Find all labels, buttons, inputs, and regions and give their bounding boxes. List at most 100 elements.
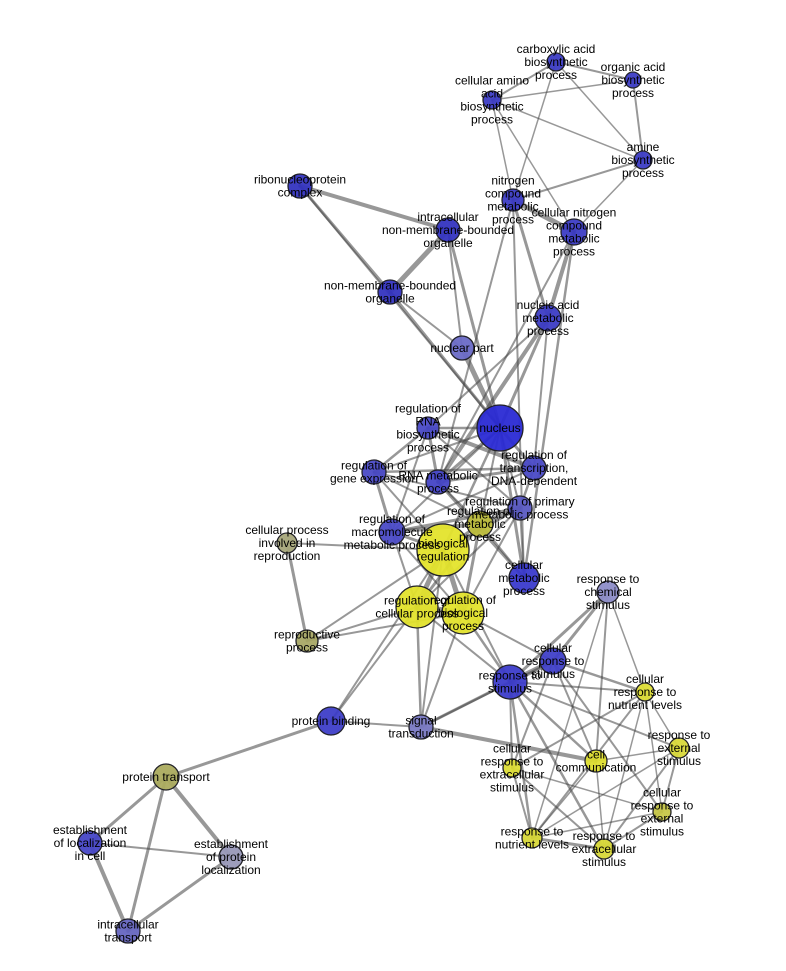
node-non-membrane-organelle[interactable] bbox=[377, 279, 403, 305]
edge-regulation-biological-process--reproductive-process bbox=[306, 612, 464, 642]
edge-cellular-response-external--response-nutrient-levels bbox=[531, 811, 663, 839]
edge-cellular-response-nutrient-levels--cellular-response-extracellular bbox=[511, 691, 646, 769]
node-establishment-localization-in-cell[interactable] bbox=[77, 830, 103, 856]
edge-cellular-nitrogen-compound-metabolic--nucleic-acid-metabolic bbox=[546, 230, 576, 320]
node-biological-regulation[interactable] bbox=[416, 523, 470, 577]
edge-response-external-stimulus--response-nutrient-levels bbox=[531, 747, 680, 839]
node-response-stimulus[interactable] bbox=[492, 664, 528, 700]
edge-cell-communication--response-nutrient-levels bbox=[531, 760, 597, 839]
edge-response-external-stimulus--cellular-response-external bbox=[661, 747, 680, 813]
edge-carboxylic-acid-biosynthetic--amine-biosynthetic bbox=[555, 61, 644, 161]
edge-protein-transport--establishment-localization-in-cell bbox=[88, 775, 168, 845]
edge-nucleic-acid-metabolic--regulation-transcription-dna bbox=[533, 317, 549, 469]
edge-cellular-response-extracellular--cellular-response-external bbox=[511, 767, 663, 813]
node-nucleic-acid-metabolic[interactable] bbox=[534, 304, 562, 332]
edge-regulation-gene-expression--regulation-metabolic bbox=[373, 471, 481, 525]
edge-cellular-nitrogen-compound-metabolic--cellular-metabolic bbox=[522, 230, 576, 580]
node-regulation-biological-process[interactable] bbox=[441, 591, 485, 635]
node-cellular-metabolic[interactable] bbox=[508, 562, 540, 594]
node-cellular-response-nutrient-levels[interactable] bbox=[635, 682, 655, 702]
node-cellular-amino-acid-biosynthetic[interactable] bbox=[482, 90, 502, 110]
edge-intracellular-non-membrane-organelle--nucleus bbox=[446, 228, 502, 430]
node-regulation-gene-expression[interactable] bbox=[361, 459, 387, 485]
edge-protein-binding--protein-transport bbox=[164, 719, 333, 779]
edge-establishment-protein-localization--intracellular-transport bbox=[126, 855, 233, 933]
node-rna-metabolic[interactable] bbox=[425, 469, 451, 495]
node-amine-biosynthetic[interactable] bbox=[633, 150, 653, 170]
edge-cellular-response-external--response-extracellular-stimulus bbox=[603, 811, 663, 850]
edge-cellular-response-stimulus--cellular-response-nutrient-levels bbox=[551, 659, 647, 694]
edge-response-nutrient-levels--response-extracellular-stimulus bbox=[530, 836, 606, 851]
edge-carboxylic-acid-biosynthetic--organic-acid-biosynthetic bbox=[555, 61, 634, 81]
edge-carboxylic-acid-biosynthetic--nitrogen-compound-metabolic bbox=[512, 61, 557, 201]
edge-cellular-response-nutrient-levels--response-extracellular-stimulus bbox=[603, 691, 646, 850]
node-reproductive-process[interactable] bbox=[295, 629, 319, 653]
edge-organic-acid-biosynthetic--amine-biosynthetic bbox=[632, 79, 644, 161]
node-intracellular-non-membrane-organelle[interactable] bbox=[435, 217, 461, 243]
edge-regulation-rna-biosynthetic--regulation-primary-metabolic bbox=[427, 427, 521, 509]
edge-establishment-localization-in-cell--intracellular-transport bbox=[88, 841, 130, 933]
node-regulation-macromolecule-metabolic[interactable] bbox=[378, 518, 406, 546]
edge-response-external-stimulus--cell-communication bbox=[595, 747, 680, 762]
node-regulation-metabolic[interactable] bbox=[466, 510, 494, 538]
edge-regulation-cellular-process--protein-binding bbox=[330, 606, 418, 722]
node-nuclear-part[interactable] bbox=[449, 335, 475, 361]
edge-biological-regulation--signal-transduction bbox=[420, 549, 444, 728]
edge-regulation-transcription-dna--regulation-gene-expression bbox=[372, 466, 536, 474]
edge-nitrogen-compound-metabolic--nucleic-acid-metabolic bbox=[511, 198, 550, 320]
edge-cellular-amino-acid-biosynthetic--cellular-nitrogen-compound-metabolic bbox=[491, 99, 575, 233]
edge-regulation-transcription-dna--rna-metabolic bbox=[436, 466, 536, 484]
node-regulation-rna-biosynthetic[interactable] bbox=[416, 416, 440, 440]
node-ribonucleoprotein-complex[interactable] bbox=[287, 173, 313, 199]
edge-amine-biosynthetic--nitrogen-compound-metabolic bbox=[512, 159, 644, 201]
edge-regulation-rna-biosynthetic--regulation-transcription-dna bbox=[426, 426, 536, 470]
node-intracellular-transport[interactable] bbox=[115, 918, 141, 944]
edge-establishment-localization-in-cell--establishment-protein-localization bbox=[89, 842, 232, 858]
node-regulation-cellular-process[interactable] bbox=[395, 585, 439, 629]
node-response-nutrient-levels[interactable] bbox=[521, 827, 543, 849]
edge-response-chemical-stimulus--cellular-response-nutrient-levels bbox=[607, 591, 646, 693]
node-cell-communication[interactable] bbox=[584, 749, 608, 773]
node-response-extracellular-stimulus[interactable] bbox=[593, 838, 615, 860]
node-regulation-transcription-dna[interactable] bbox=[521, 455, 547, 481]
edge-signal-transduction--cell-communication bbox=[419, 725, 598, 763]
edge-nucleic-acid-metabolic--regulation-rna-biosynthetic bbox=[427, 317, 549, 429]
edge-ribonucleoprotein-complex--intracellular-non-membrane-organelle bbox=[298, 184, 450, 232]
edge-biological-regulation--protein-binding bbox=[330, 549, 444, 722]
edge-amine-biosynthetic--cellular-nitrogen-compound-metabolic bbox=[573, 159, 644, 233]
node-carboxylic-acid-biosynthetic[interactable] bbox=[546, 52, 566, 72]
edge-non-membrane-organelle--nucleus bbox=[388, 290, 502, 430]
node-nucleus[interactable] bbox=[476, 404, 524, 452]
node-establishment-protein-localization[interactable] bbox=[218, 844, 244, 870]
node-organic-acid-biosynthetic[interactable] bbox=[624, 71, 642, 89]
edge-cell-communication--response-extracellular-stimulus bbox=[595, 760, 605, 850]
node-protein-transport[interactable] bbox=[152, 763, 180, 791]
edge-response-external-stimulus--response-extracellular-stimulus bbox=[603, 747, 680, 850]
edge-regulation-primary-metabolic--regulation-macromolecule-metabolic bbox=[390, 506, 522, 534]
node-cellular-response-external[interactable] bbox=[652, 802, 672, 822]
edge-response-stimulus--response-extracellular-stimulus bbox=[508, 680, 606, 851]
node-cellular-response-extracellular[interactable] bbox=[502, 758, 522, 778]
edge-response-stimulus--response-nutrient-levels bbox=[508, 680, 534, 840]
node-protein-binding[interactable] bbox=[316, 706, 346, 736]
edge-cellular-response-extracellular--response-extracellular-stimulus bbox=[511, 767, 605, 850]
edge-regulation-transcription-dna--regulation-macromolecule-metabolic bbox=[391, 467, 535, 533]
node-cellular-process-reproduction[interactable] bbox=[276, 532, 298, 554]
edge-intracellular-non-membrane-organelle--non-membrane-organelle bbox=[387, 227, 451, 295]
node-response-external-stimulus[interactable] bbox=[668, 737, 690, 759]
node-signal-transduction[interactable] bbox=[408, 714, 434, 740]
edge-cellular-process-reproduction--reproductive-process bbox=[285, 541, 309, 643]
node-cellular-response-stimulus[interactable] bbox=[539, 647, 567, 675]
node-response-chemical-stimulus[interactable] bbox=[596, 580, 620, 604]
edge-cellular-amino-acid-biosynthetic--nitrogen-compound-metabolic bbox=[491, 99, 514, 201]
edge-nucleic-acid-metabolic--rna-metabolic bbox=[436, 316, 550, 484]
node-regulation-primary-metabolic[interactable] bbox=[507, 495, 533, 521]
edge-biological-regulation--reproductive-process bbox=[306, 549, 444, 642]
edge-cellular-response-stimulus--cell-communication bbox=[552, 660, 597, 762]
edge-cellular-response-nutrient-levels--response-external-stimulus bbox=[644, 691, 680, 749]
edge-protein-transport--intracellular-transport bbox=[126, 775, 168, 933]
node-nitrogen-compound-metabolic[interactable] bbox=[501, 188, 525, 212]
node-cellular-nitrogen-compound-metabolic[interactable] bbox=[560, 218, 588, 246]
